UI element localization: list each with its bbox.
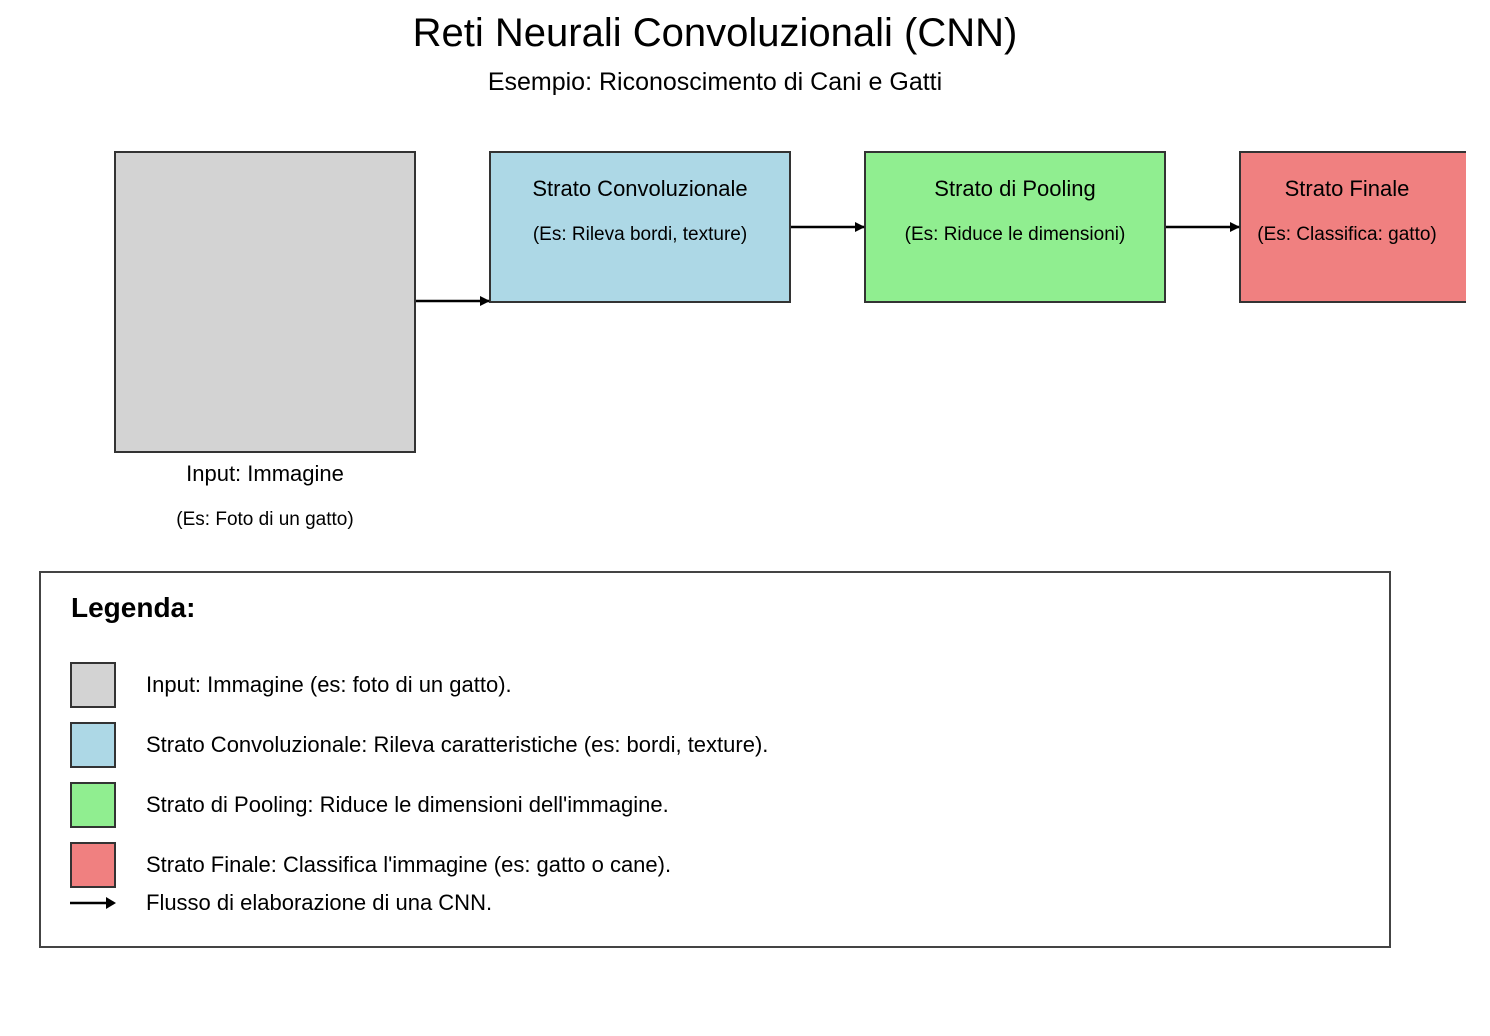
pool-node-title: Strato di Pooling <box>934 176 1096 201</box>
input-node-description: (Es: Foto di un gatto) <box>176 509 354 530</box>
diagram-title: Reti Neurali Convoluzionali (CNN) <box>412 11 1018 55</box>
final-node-description: (Es: Classifica: gatto) <box>1257 224 1437 245</box>
pooling-layer-box: Strato di Pooling (Es: Riduce le dimensi… <box>864 151 1166 303</box>
legend-text-input: Input: Immagine (es: foto di un gatto). <box>146 672 512 697</box>
input-node-title: Input: Immagine <box>186 461 344 486</box>
legend-swatch-conv <box>70 722 116 768</box>
pool-node-description: (Es: Riduce le dimensioni) <box>904 224 1126 245</box>
legend-title: Legenda: <box>71 592 196 623</box>
legend-swatch-final <box>70 842 116 888</box>
legend-swatch-pool <box>70 782 116 828</box>
legend-text-final: Strato Finale: Classifica l'immagine (es… <box>146 852 672 877</box>
final-node-title: Strato Finale <box>1284 176 1410 201</box>
legend-panel: Legenda: Input: Immagine (es: foto di un… <box>39 571 1391 948</box>
input-image-box <box>114 151 416 453</box>
conv-node-title: Strato Convoluzionale <box>532 176 748 201</box>
legend-swatch-input <box>70 662 116 708</box>
final-layer-box: Strato Finale (Es: Classifica: gatto) <box>1239 151 1466 303</box>
legend-text-pool: Strato di Pooling: Riduce le dimensioni … <box>146 792 669 817</box>
conv-layer-box: Strato Convoluzionale (Es: Rileva bordi,… <box>489 151 791 303</box>
legend-text-flow: Flusso di elaborazione di una CNN. <box>146 890 493 915</box>
diagram-subtitle: Esempio: Riconoscimento di Cani e Gatti <box>487 68 943 96</box>
legend-arrow-icon <box>70 897 116 909</box>
conv-node-description: (Es: Rileva bordi, texture) <box>532 224 748 245</box>
legend-text-conv: Strato Convoluzionale: Rileva caratteris… <box>146 732 769 757</box>
